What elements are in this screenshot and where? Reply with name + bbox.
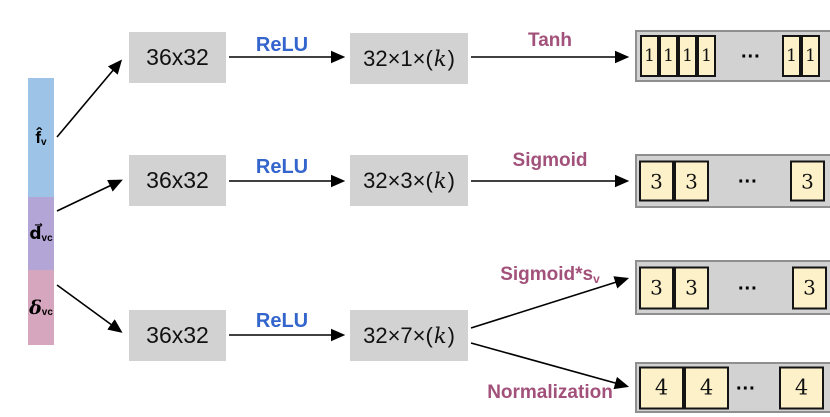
activation-label-normalization: Normalization <box>468 382 632 404</box>
fc-box-1: 36x32 <box>129 32 226 83</box>
segment-label: f̂ <box>35 127 42 147</box>
output-cell: 3 <box>639 160 674 202</box>
output-cell: 4 <box>639 366 684 409</box>
relu-text: ReLU <box>255 310 309 332</box>
output-bar-tanh: 1 1 1 1 ... 1 1 <box>635 30 830 82</box>
arrow <box>470 276 630 329</box>
output-cell: 4 <box>684 366 729 409</box>
head-box-suffix: ) <box>447 45 455 71</box>
relu-label-2: ReLU <box>249 156 315 179</box>
output-cell: 4 <box>779 366 824 409</box>
output-cell: 1 <box>659 35 678 77</box>
head-box-k: k <box>433 323 447 348</box>
cell-group: 3 3 <box>639 266 709 309</box>
ellipsis: ... <box>738 165 758 188</box>
fc-box-2: 36x32 <box>129 155 226 206</box>
segment-label-sub: vc <box>41 307 53 318</box>
activation-text: Sigmoid*s <box>500 264 594 285</box>
arrow <box>470 342 630 390</box>
cell-group: 1 1 <box>782 35 820 77</box>
segment-label-sub: v <box>41 137 47 148</box>
segment-label-sub: vc <box>41 233 53 244</box>
activation-text: Normalization <box>487 382 613 403</box>
output-cell: 1 <box>697 35 716 77</box>
arrow <box>56 284 123 333</box>
segment-f-hat-v: f̂v <box>28 78 54 197</box>
segment-label: δ <box>29 296 42 319</box>
relu-text: ReLU <box>255 156 309 178</box>
activation-label-tanh: Tanh <box>468 30 632 52</box>
fc-box-3: 36x32 <box>129 310 226 361</box>
activation-text: Tanh <box>528 30 572 51</box>
fc-box-label: 36x32 <box>146 167 209 193</box>
output-cell: 1 <box>782 35 801 77</box>
head-box-k: k <box>433 46 447 71</box>
fc-box-label: 36x32 <box>146 44 209 70</box>
output-cell: 1 <box>640 35 659 77</box>
segment-d-vec-vc: d⃗vc <box>28 197 54 270</box>
cell-group: 1 1 1 1 <box>640 35 716 77</box>
head-box-suffix: ) <box>447 167 455 193</box>
head-box-k: k <box>433 168 447 193</box>
relu-text: ReLU <box>255 34 309 56</box>
head-box-label: 32×3×( <box>363 167 433 193</box>
arrow <box>56 179 123 212</box>
output-bar-sigmoid-sv: 3 3 ... 3 <box>635 260 830 315</box>
output-bar-sigmoid: 3 3 ... 3 <box>635 154 830 208</box>
segment-label: d⃗ <box>29 223 42 243</box>
activation-text: Sigmoid <box>512 150 588 171</box>
output-cell: 3 <box>674 266 709 309</box>
cell-group: 3 3 <box>639 160 709 202</box>
ellipsis: ... <box>741 40 761 63</box>
activation-sub: v <box>593 272 600 286</box>
head-box-3: 32×7×(k) <box>350 310 468 361</box>
fc-box-label: 36x32 <box>146 322 209 348</box>
ellipsis: ... <box>738 271 758 294</box>
output-cell: 3 <box>790 160 825 202</box>
output-cell: 3 <box>674 160 709 202</box>
head-box-label: 32×1×( <box>363 45 433 71</box>
head-box-1: 32×1×(k) <box>350 33 468 84</box>
output-cell: 1 <box>801 35 820 77</box>
cell-group: 3 <box>790 160 825 202</box>
relu-label-3: ReLU <box>249 310 315 333</box>
output-cell: 3 <box>639 266 674 309</box>
head-box-suffix: ) <box>447 322 455 348</box>
relu-label-1: ReLU <box>249 34 315 57</box>
ellipsis: ... <box>736 371 756 394</box>
output-cell: 1 <box>678 35 697 77</box>
cell-group: 3 <box>792 266 827 309</box>
head-box-2: 32×3×(k) <box>350 155 468 206</box>
cell-group: 4 <box>779 366 824 409</box>
activation-label-sigmoid: Sigmoid <box>468 150 632 172</box>
arrow <box>56 59 123 138</box>
output-bar-normalization: 4 4 ... 4 <box>635 362 830 413</box>
output-cell: 3 <box>792 266 827 309</box>
cell-group: 4 4 <box>639 366 729 409</box>
head-box-label: 32×7×( <box>363 322 433 348</box>
activation-label-sigmoid-sv: Sigmoid*sv <box>468 264 632 286</box>
